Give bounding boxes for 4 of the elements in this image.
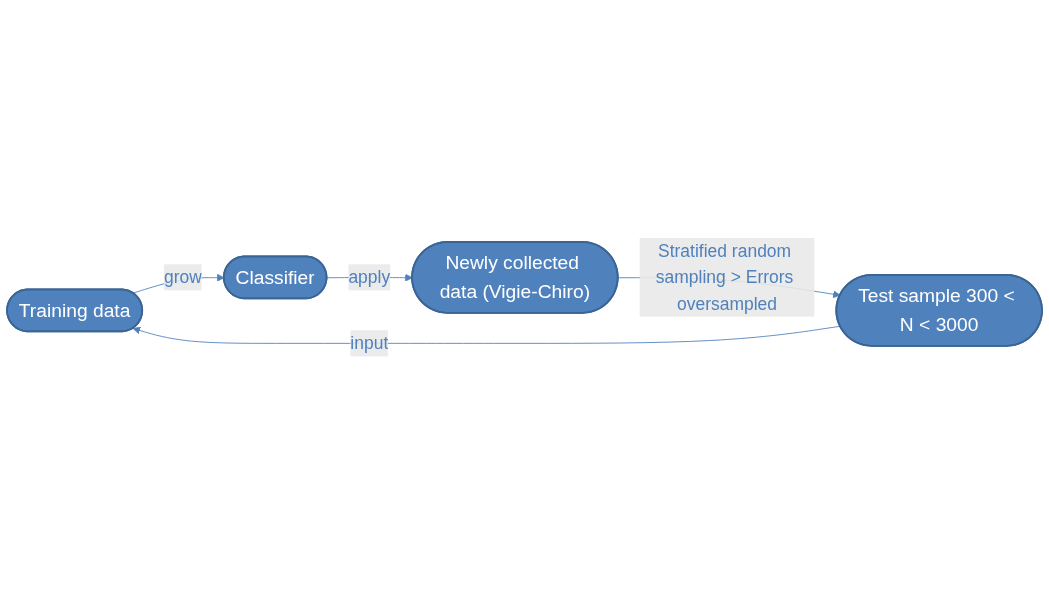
edge-label: Stratified random sampling > Errors oversampled xyxy=(655,241,794,313)
edge-label: grow xyxy=(164,267,202,287)
edge-label: input xyxy=(350,333,389,353)
edge-label: apply xyxy=(348,267,391,287)
